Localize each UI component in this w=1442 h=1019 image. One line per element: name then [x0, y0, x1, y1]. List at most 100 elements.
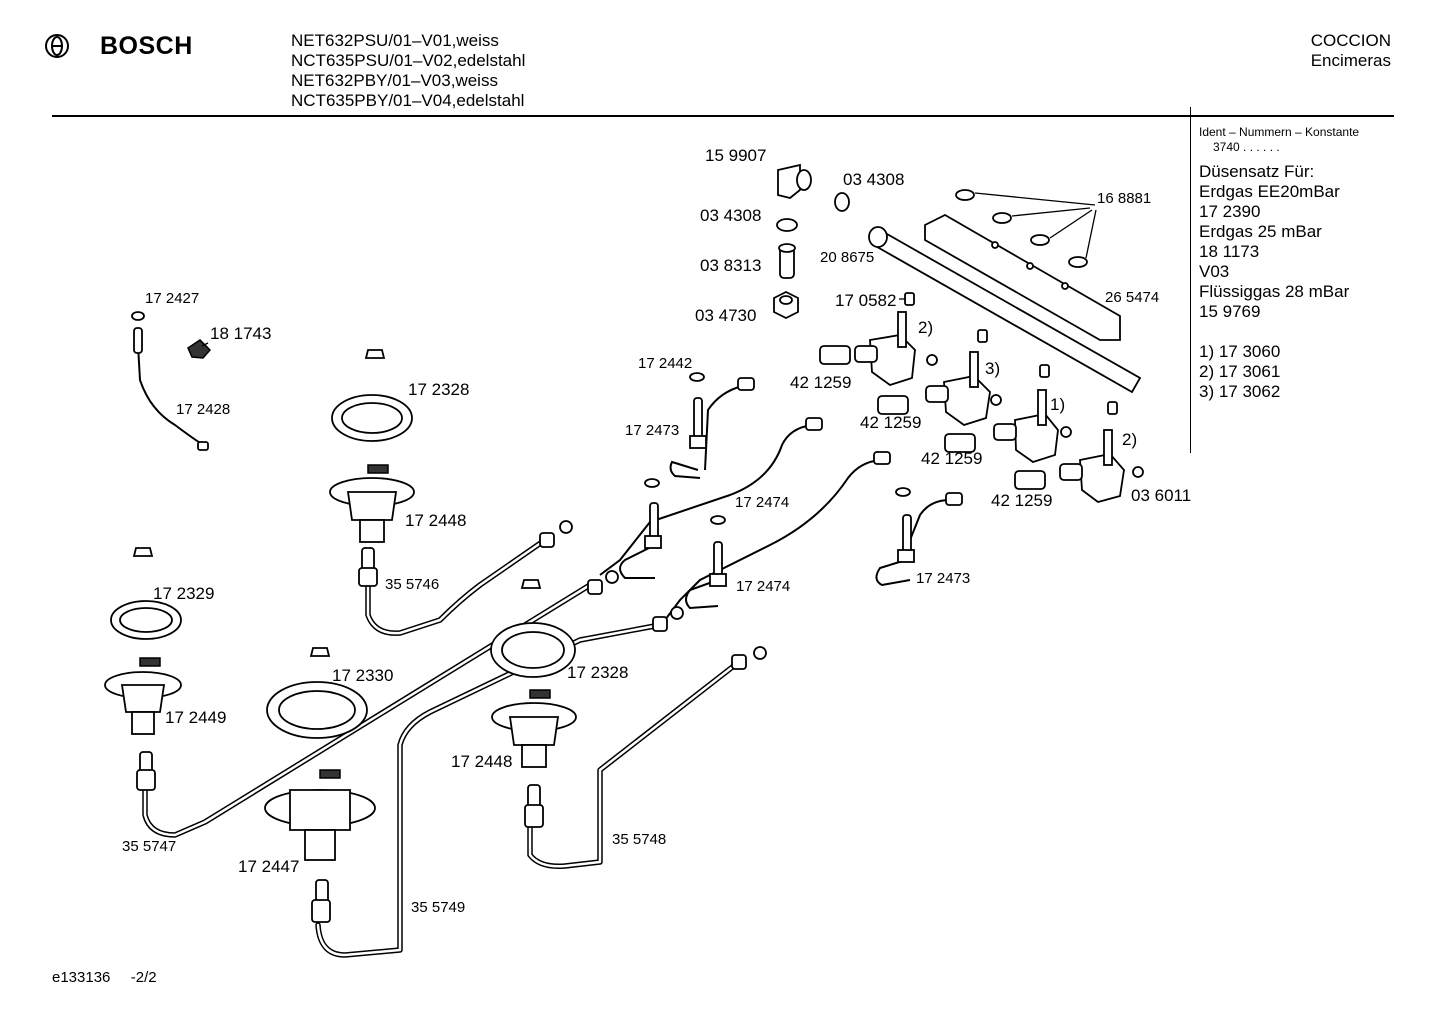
thermocouple-loop-172474a	[619, 544, 656, 579]
note-label: 1)	[1050, 395, 1066, 414]
gas-valve-3	[925, 351, 991, 426]
washer-034308	[776, 218, 798, 232]
washer-034308	[834, 192, 850, 212]
thermocouple-loop-172474b	[685, 579, 719, 610]
thermocouple-wire-172473b	[909, 499, 951, 541]
thermocouple-loop-172473a	[669, 460, 701, 479]
burner-base-172447	[264, 769, 376, 861]
note-label: 3)	[985, 359, 1001, 378]
part-label: 17 2449	[165, 708, 227, 727]
cable-end	[197, 441, 209, 451]
ignition-electrode-172427	[131, 311, 145, 354]
part-label: 17 2447	[238, 857, 300, 876]
category-line: Encimeras	[1310, 51, 1391, 70]
washer-small	[644, 372, 911, 525]
header-divider	[52, 115, 1394, 117]
part-label: 16 8881	[1097, 190, 1152, 207]
part-label: 03 8313	[700, 256, 762, 275]
part-label: 17 2474	[736, 578, 791, 595]
note-label: 2)	[1122, 430, 1138, 449]
part-label: 26 5474	[1105, 289, 1160, 306]
note-label: 2)	[918, 318, 934, 337]
thermocouple-wire-172442	[704, 385, 743, 471]
clip-168881	[955, 189, 1088, 268]
part-label: 03 4730	[695, 306, 757, 325]
part-label: 03 4308	[700, 206, 762, 225]
seal-ring-172329	[110, 600, 182, 640]
ident-value: 3740 . . . . . .	[1213, 140, 1280, 154]
seal-ring-172328b	[490, 622, 576, 678]
nozzle-line: 18 1173	[1199, 242, 1260, 261]
model-line: NET632PBY/01–V03,weiss	[291, 71, 498, 90]
burner-base-172448b	[491, 689, 577, 768]
part-label: 17 2448	[405, 511, 467, 530]
nozzle-line: 15 9769	[1199, 302, 1261, 321]
thermocouple-loop-172473b	[875, 559, 911, 587]
footer-code: e133136 -2/2	[52, 969, 157, 986]
part-label: 35 5748	[612, 831, 667, 848]
page-indicator: -2/2	[130, 969, 157, 986]
part-label: 17 2427	[145, 290, 200, 307]
part-label: 17 2448	[451, 752, 513, 771]
nipple-038313	[778, 243, 796, 279]
part-label: 20 8675	[820, 249, 875, 266]
category: COCCION Encimeras	[1311, 31, 1391, 71]
nut-034730	[773, 290, 799, 320]
gas-valve-2b	[1059, 429, 1125, 503]
nozzle-line: Erdgas 25 mBar	[1199, 222, 1322, 241]
manifold-bracket-265474	[924, 213, 1121, 341]
o-ring	[926, 354, 1144, 478]
part-label: 17 2329	[153, 584, 215, 603]
part-label: 17 2473	[625, 422, 680, 439]
clip-181743	[187, 339, 212, 359]
note-line: 1) 17 3060	[1199, 342, 1281, 361]
part-label: 17 2330	[332, 666, 394, 685]
burner-base-172448	[329, 464, 415, 543]
part-label: 17 2474	[735, 494, 790, 511]
category-line: COCCION	[1310, 31, 1391, 50]
burner-base-172449	[104, 657, 182, 735]
part-label: 35 5746	[385, 576, 440, 593]
part-label: 03 4308	[843, 170, 905, 189]
seal-ring-172330	[266, 681, 368, 739]
part-label: 15 9907	[705, 146, 767, 165]
gas-valve-2	[854, 311, 916, 386]
part-label: 17 2442	[638, 355, 693, 372]
part-label: 42 1259	[921, 449, 983, 468]
seal-ring-172328	[331, 394, 413, 442]
brand-name: BOSCH	[100, 32, 193, 60]
nozzle-line: V03	[1199, 262, 1230, 281]
nozzle-line: 17 2390	[1199, 202, 1261, 221]
part-label: 17 0582	[835, 291, 897, 310]
model-line: NCT635PSU/01–V02,edelstahl	[291, 51, 526, 70]
injector-421259	[819, 345, 1046, 490]
nozzle-line: Düsensatz Für:	[1199, 162, 1315, 181]
bosch-logo-icon	[44, 33, 70, 59]
gas-tube-355746	[365, 537, 548, 636]
cap-170582	[904, 292, 1118, 415]
model-list: NET632PSU/01–V01,weiss NCT635PSU/01–V02,…	[291, 31, 525, 111]
sidebar-divider	[1190, 107, 1191, 453]
ignition-wire-172428	[137, 344, 206, 447]
part-label: 18 1743	[210, 324, 272, 343]
part-label: 35 5749	[411, 899, 466, 916]
gas-tube-355749	[315, 622, 663, 958]
model-line: NCT635PBY/01–V04,edelstahl	[291, 91, 525, 110]
part-label: 35 5747	[122, 838, 177, 855]
gas-tube-355748	[527, 662, 738, 870]
thermocouple-wire-172474b	[664, 459, 881, 621]
elbow-fitting-159907	[777, 163, 812, 199]
gas-manifold-bar	[868, 226, 1142, 394]
nozzle-set-info: Düsensatz Für: Erdgas EE20mBar 17 2390 E…	[1199, 162, 1349, 402]
part-label: 17 2328	[408, 380, 470, 399]
part-label: 42 1259	[860, 413, 922, 432]
thermocouple-wire-172474a	[599, 424, 813, 576]
note-line: 2) 17 3061	[1199, 362, 1281, 381]
drawing-code: e133136	[52, 969, 111, 986]
model-line: NET632PSU/01–V01,weiss	[291, 31, 499, 50]
part-label: 17 2328	[567, 663, 629, 682]
gas-valve-1	[993, 389, 1059, 463]
nozzle-line: Erdgas EE20mBar	[1199, 182, 1340, 201]
part-label: 03 6011	[1131, 486, 1192, 505]
